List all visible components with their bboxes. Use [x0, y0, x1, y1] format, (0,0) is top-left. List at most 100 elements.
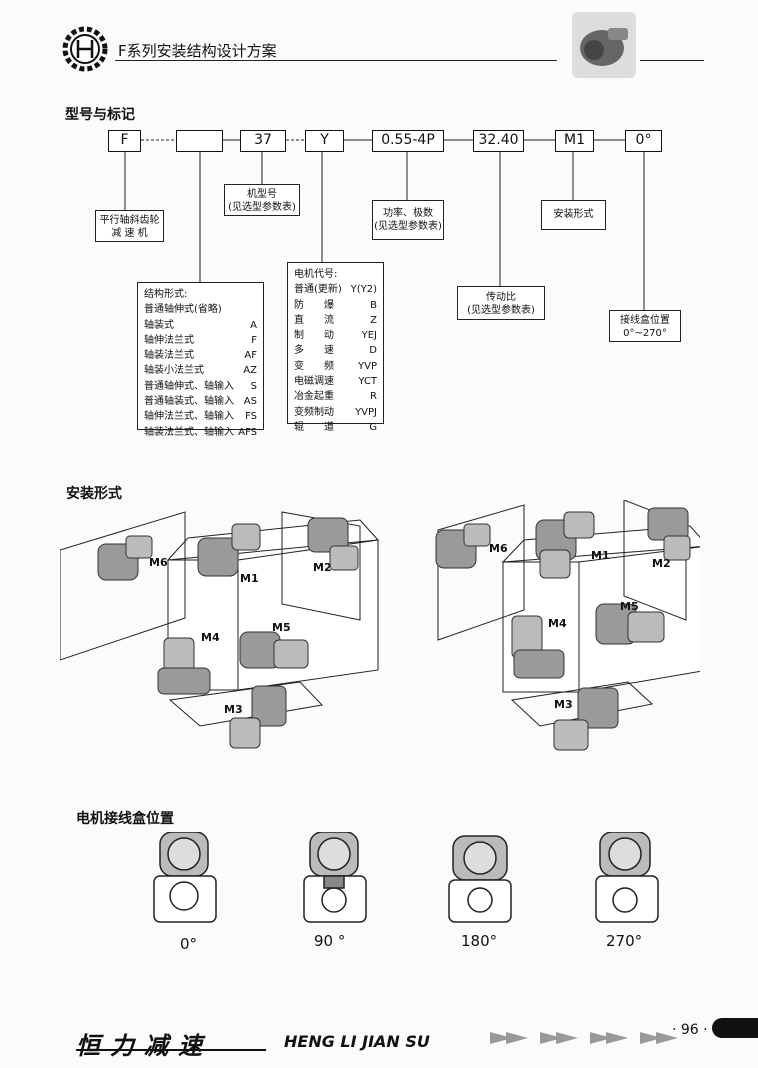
- list-item-name: 轴装小法兰式: [144, 365, 204, 377]
- list-item: 普通轴伸式(省略): [144, 302, 257, 317]
- list-item-name: 直 流: [294, 314, 334, 326]
- desc-frame-line2: (见选型参数表): [228, 202, 296, 213]
- list-item: 变频制动 YVPJ: [294, 405, 377, 420]
- desc-power: 功率、极数 (见选型参数表): [372, 200, 444, 240]
- list-item-name: 制 动: [294, 330, 334, 342]
- header-rule: [115, 60, 557, 61]
- list-item-code: A: [250, 319, 257, 331]
- angle-label-180: 180°: [461, 932, 498, 950]
- list-item: 轴伸法兰式、轴输入 FS: [144, 409, 257, 424]
- desc-gear-line1: 平行轴斜齿轮: [99, 215, 160, 226]
- list-item-name: 变频制动: [294, 406, 334, 418]
- list-item-name: 普通轴装式、轴输入: [144, 396, 234, 408]
- desc-gear-type: 平行轴斜齿轮 减 速 机: [95, 210, 164, 242]
- terminal-box-180-icon: [448, 835, 512, 923]
- label-m5-left: M5: [272, 621, 291, 634]
- motor-list-title: 电机代号:: [294, 269, 338, 280]
- list-item-name: 普通轴伸式、轴输入: [144, 380, 234, 392]
- desc-box-line1: 接线盒位置: [620, 315, 670, 326]
- page-tab: [712, 1018, 758, 1038]
- code-structure: [176, 130, 223, 152]
- list-item-name: 轴装法兰式: [144, 350, 194, 362]
- list-item-code: R: [370, 391, 377, 403]
- label-m2-left: M2: [313, 561, 332, 574]
- list-item-code: YVP: [358, 360, 377, 372]
- label-m1-left: M1: [240, 572, 259, 585]
- terminal-box-90-icon: [303, 832, 367, 923]
- label-m6-left: M6: [149, 556, 168, 569]
- list-item-name: 变 频: [294, 360, 334, 372]
- mount-diagram-right: [435, 500, 700, 751]
- desc-gear-line2: 减 速 机: [111, 228, 148, 239]
- terminal-box-0-icon: [153, 832, 217, 923]
- angle-label-270: 270°: [606, 932, 643, 950]
- list-item-name: 轴装式: [144, 319, 174, 331]
- section-title-mount: 安装形式: [66, 486, 122, 502]
- page-number: · 96 ·: [672, 1022, 708, 1038]
- list-item: 冶金起重 R: [294, 389, 377, 404]
- list-item-code: YEJ: [361, 330, 377, 342]
- label-m1-right: M1: [591, 549, 610, 562]
- code-motor: Y: [305, 130, 344, 152]
- mounting-diagrams: [60, 500, 700, 751]
- code-box-position: 0°: [625, 130, 662, 152]
- list-item-code: S: [250, 380, 257, 392]
- structure-list-title: 结构形式:: [144, 289, 188, 300]
- list-item-name: 防 爆: [294, 299, 334, 311]
- list-item-name: 多 速: [294, 345, 334, 357]
- list-item-name: 轴伸法兰式: [144, 334, 194, 346]
- desc-box-line2: 0°~270°: [623, 328, 667, 339]
- section-title-terminal-box: 电机接线盒位置: [76, 811, 174, 827]
- terminal-box-diagrams: [153, 832, 659, 923]
- desc-ratio: 传动比 (见选型参数表): [457, 286, 545, 320]
- desc-power-line1: 功率、极数: [383, 208, 433, 219]
- code-series: F: [108, 130, 141, 152]
- list-item-code: AS: [243, 396, 257, 408]
- footer-brand-cn: 恒力减速: [76, 1032, 212, 1060]
- desc-power-line2: (见选型参数表): [374, 221, 442, 232]
- terminal-box-270-icon: [595, 832, 659, 923]
- desc-ratio-line1: 传动比: [486, 292, 516, 303]
- list-item-code: YVPJ: [355, 406, 377, 418]
- page-title: F系列安装结构设计方案: [118, 42, 277, 60]
- label-m2-right: M2: [652, 557, 671, 570]
- desc-frame: 机型号 (见选型参数表): [224, 184, 300, 216]
- list-item: 制 动 YEJ: [294, 328, 377, 343]
- list-item: 普通轴伸式、轴输入 S: [144, 379, 257, 394]
- code-ratio: 32.40: [473, 130, 524, 152]
- label-m3-right: M3: [554, 698, 573, 711]
- label-m5-right: M5: [620, 600, 639, 613]
- list-item-name: 冶金起重: [294, 391, 334, 403]
- list-item: 普通(更新)Y(Y2): [294, 282, 377, 297]
- code-frame: 37: [240, 130, 286, 152]
- list-item: 轴装式 A: [144, 318, 257, 333]
- list-item: 变 频 YVP: [294, 359, 377, 374]
- list-item-name: 轴伸法兰式、轴输入: [144, 411, 234, 423]
- list-item-code: Y(Y2): [350, 284, 377, 296]
- list-item: 电磁调速 YCT: [294, 374, 377, 389]
- label-m3-left: M3: [224, 703, 243, 716]
- desc-box-position: 接线盒位置 0°~270°: [609, 310, 681, 342]
- code-power: 0.55-4P: [372, 130, 444, 152]
- list-item-name: 普通轴伸式(省略): [144, 304, 222, 316]
- list-item-code: D: [369, 345, 377, 357]
- list-item-code: AFS: [238, 426, 257, 438]
- list-item-name: 电磁调速: [294, 376, 334, 388]
- list-item-code: YCT: [358, 376, 377, 388]
- company-logo-icon: [62, 26, 108, 72]
- footer-rule: [76, 1049, 266, 1051]
- label-m4-right: M4: [548, 617, 567, 630]
- code-mount: M1: [555, 130, 594, 152]
- angle-label-90: 90 °: [314, 932, 346, 950]
- list-item-code: FS: [245, 411, 257, 423]
